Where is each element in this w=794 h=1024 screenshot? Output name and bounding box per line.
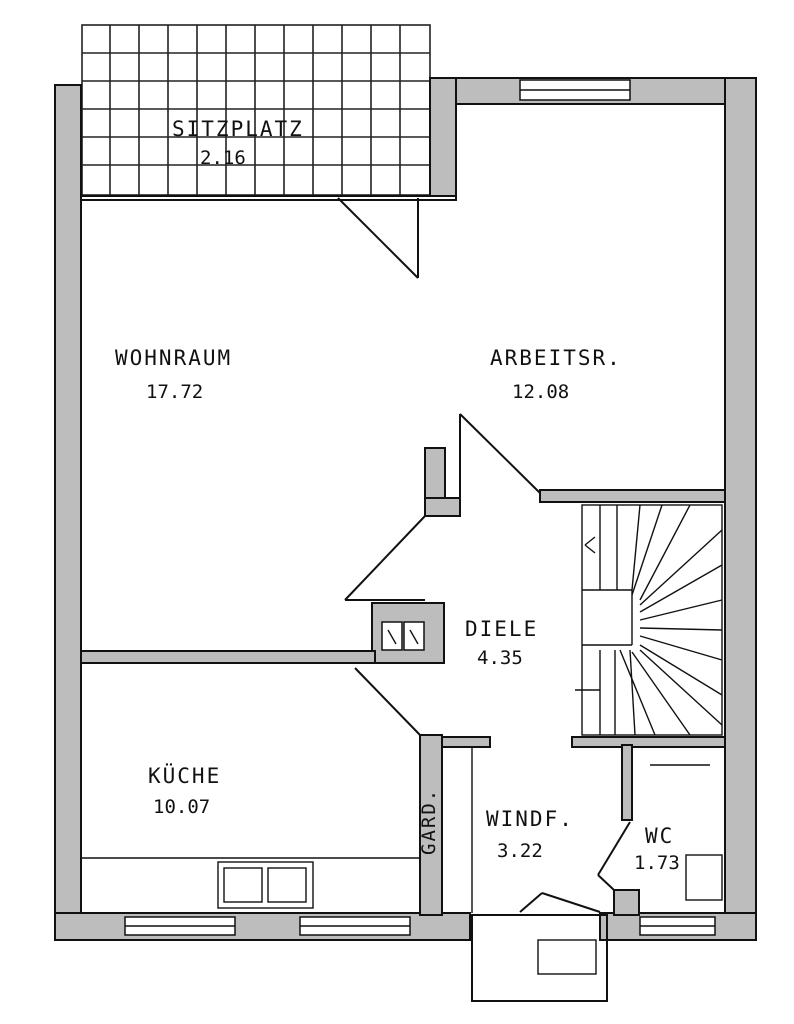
kueche-name: KÜCHE: [148, 764, 222, 788]
windfang-name: WINDF.: [486, 807, 574, 831]
windfang-area: 3.22: [497, 840, 543, 862]
top-windows: [519, 79, 631, 101]
wc-area: 1.73: [634, 852, 680, 874]
sitzplatz-area: 2.16: [200, 147, 246, 169]
kitchen-counter: [81, 857, 420, 909]
door-swings: [344, 413, 631, 913]
sitzplatz-name: SITZPLATZ: [172, 117, 304, 141]
arbeitsraum-name: ARBEITSR.: [490, 346, 622, 370]
interior-walls: [80, 447, 726, 916]
kueche-area: 10.07: [153, 796, 211, 818]
terrace-door: [337, 197, 419, 279]
arbeitsraum-area: 12.08: [512, 381, 570, 403]
sitzplatz-tiles: [81, 24, 431, 196]
wc-fixtures: [650, 764, 723, 901]
wohnraum-name: WOHNRAUM: [115, 346, 233, 370]
diele-area: 4.35: [477, 647, 523, 669]
wc-name: WC: [645, 824, 675, 848]
bottom-windows: [124, 916, 716, 936]
staircase: [575, 504, 723, 736]
garderobe-name: GARD.: [418, 787, 440, 855]
entrance-step: [471, 914, 608, 1002]
wohnraum-area: 17.72: [146, 381, 204, 403]
diele-name: DIELE: [465, 617, 539, 641]
